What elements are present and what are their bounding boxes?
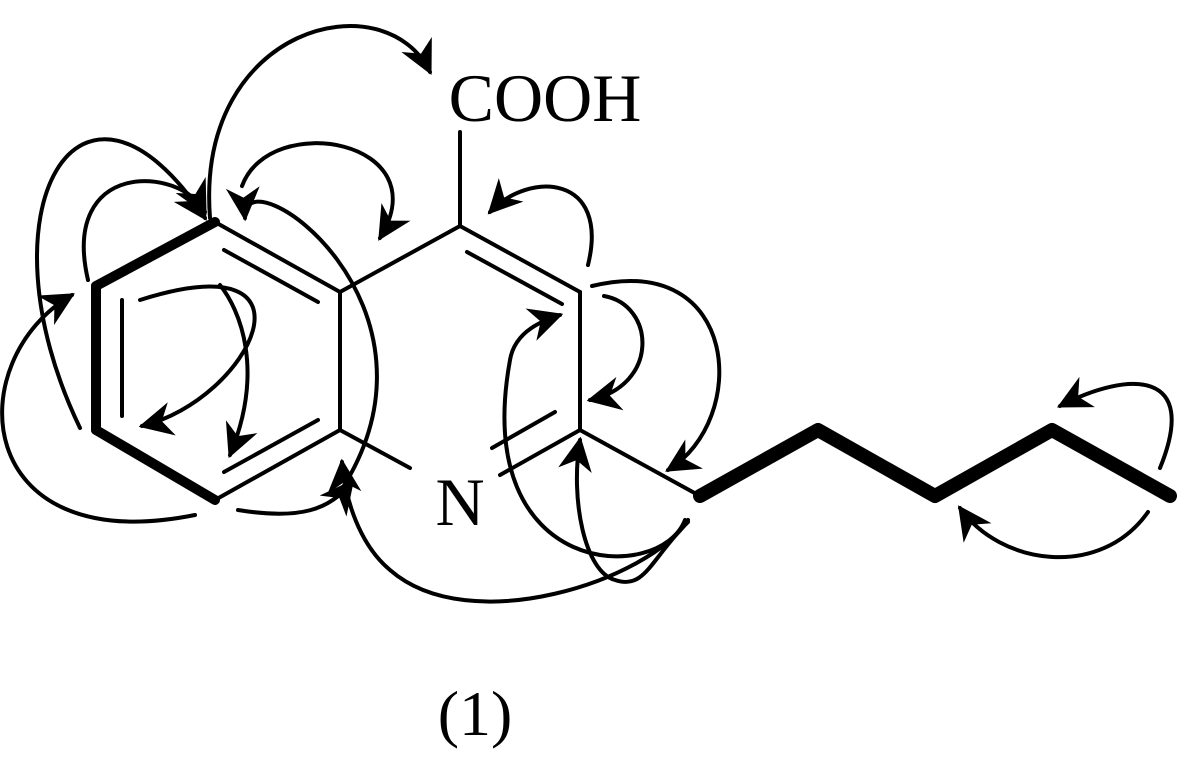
correlation-arrow <box>958 505 1150 560</box>
correlation-arrow <box>327 458 690 604</box>
correlation-arrow <box>236 479 355 517</box>
correlation-arrow <box>138 284 257 436</box>
carboxyl-label: COOH <box>449 60 642 136</box>
correlation-arrow <box>586 294 645 411</box>
correlation-arrow <box>590 279 722 472</box>
nitrogen-label: N <box>435 464 484 540</box>
correlation-arrow <box>487 178 594 267</box>
correlation-arrow <box>35 137 207 430</box>
correlation-arrow <box>502 308 687 559</box>
correlation-arrows <box>0 24 1174 604</box>
correlation-arrow <box>225 186 379 497</box>
benzene-ring <box>91 217 342 505</box>
molecule-skeleton <box>91 130 1177 505</box>
correlation-arrow <box>81 176 207 282</box>
correlation-arrow <box>218 283 258 459</box>
correlation-arrow <box>1056 376 1174 470</box>
correlation-arrow <box>207 24 432 220</box>
alkyl-chain <box>578 423 1177 503</box>
compound-number: (1) <box>438 678 513 749</box>
correlation-arrow <box>240 141 411 241</box>
correlation-arrow <box>558 436 690 584</box>
correlation-arrow <box>0 293 197 524</box>
